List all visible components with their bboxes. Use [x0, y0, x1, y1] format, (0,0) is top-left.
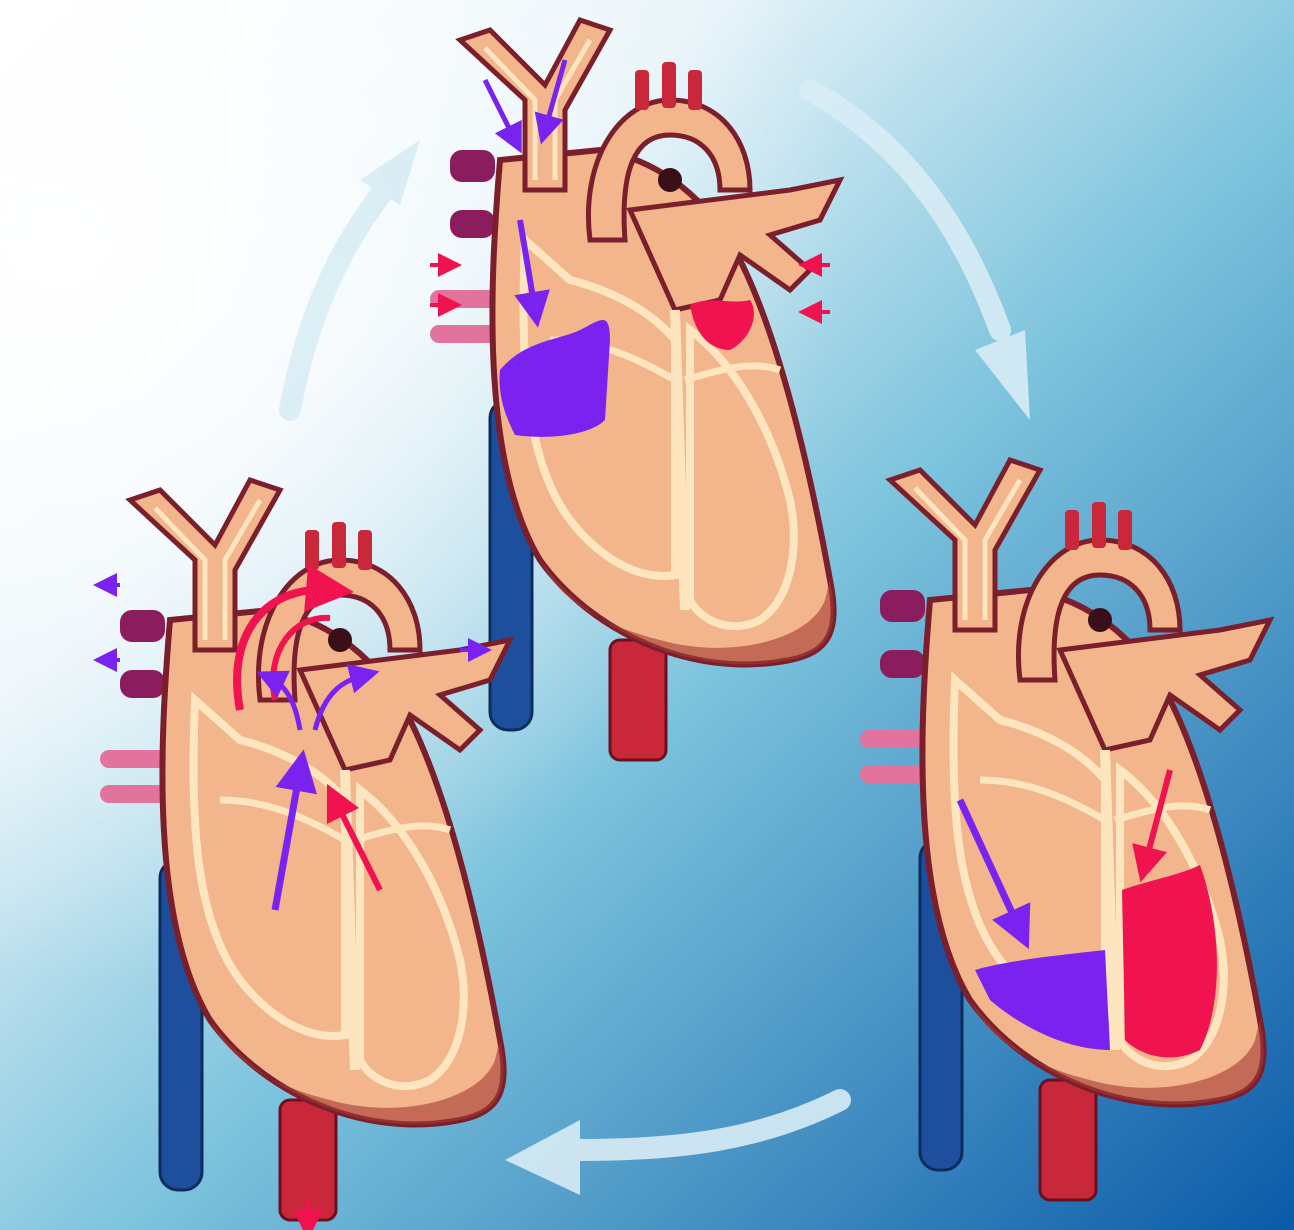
- left-ventricle-oxygenated-fill: [1122, 865, 1217, 1057]
